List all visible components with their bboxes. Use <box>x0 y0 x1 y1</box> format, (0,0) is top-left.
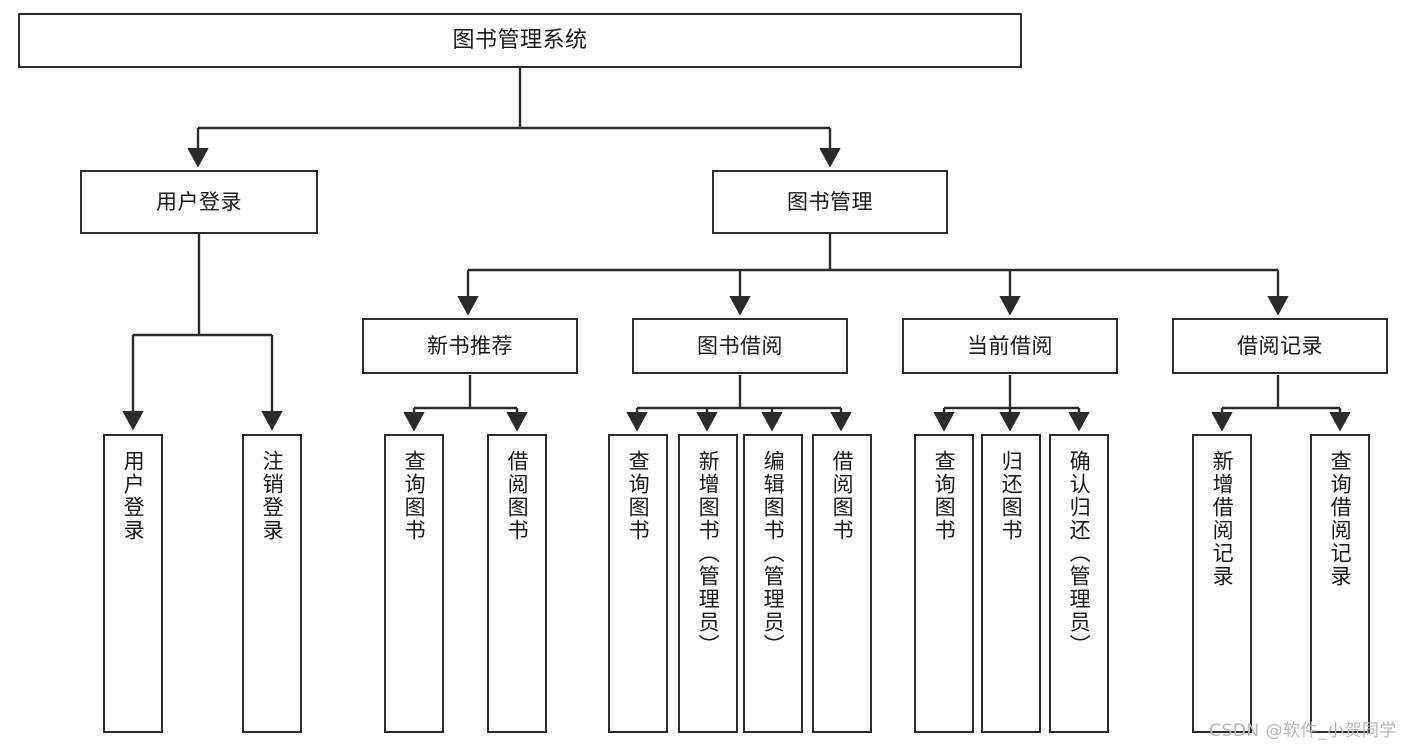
leaf-current-confirm-return-admin[interactable]: 确认归还（管理员） <box>1049 434 1109 733</box>
node-book-borrow[interactable]: 图书借阅 <box>632 318 848 374</box>
watermark: CSDN @软件_小贺同学 <box>1209 721 1397 741</box>
node-label: 用户登录 <box>121 450 146 542</box>
node-new-book-recommend[interactable]: 新书推荐 <box>362 318 578 374</box>
leaf-user-logout[interactable]: 注销登录 <box>242 434 302 733</box>
node-label: 新增图书（管理员） <box>696 450 721 657</box>
node-label: 当前借阅 <box>967 333 1053 358</box>
node-root-book-management-system[interactable]: 图书管理系统 <box>18 13 1022 68</box>
node-label: 借阅图书 <box>505 450 530 542</box>
node-label: 图书管理 <box>787 189 873 214</box>
leaf-borrow-borrow-book[interactable]: 借阅图书 <box>812 434 872 733</box>
node-label: 借阅图书 <box>830 450 855 542</box>
node-user-login[interactable]: 用户登录 <box>80 170 318 234</box>
node-label: 查询图书 <box>932 450 957 542</box>
node-label: 确认归还（管理员） <box>1067 450 1092 657</box>
node-label: 查询图书 <box>626 450 651 542</box>
leaf-record-query-borrow-record[interactable]: 查询借阅记录 <box>1310 434 1370 733</box>
leaf-recommend-query-book[interactable]: 查询图书 <box>384 434 444 733</box>
leaf-current-query-book[interactable]: 查询图书 <box>914 434 974 733</box>
node-book-management[interactable]: 图书管理 <box>712 170 948 234</box>
node-label: 查询借阅记录 <box>1328 450 1353 588</box>
node-label: 新书推荐 <box>427 333 513 358</box>
node-label: 图书借阅 <box>697 333 783 358</box>
node-label: 用户登录 <box>156 189 242 214</box>
node-borrow-record[interactable]: 借阅记录 <box>1172 318 1388 374</box>
leaf-record-add-borrow-record[interactable]: 新增借阅记录 <box>1192 434 1252 733</box>
leaf-current-return-book[interactable]: 归还图书 <box>981 434 1041 733</box>
leaf-user-login[interactable]: 用户登录 <box>103 434 163 733</box>
node-label: 编辑图书（管理员） <box>761 450 786 657</box>
node-label: 借阅记录 <box>1237 333 1323 358</box>
leaf-borrow-add-book-admin[interactable]: 新增图书（管理员） <box>678 434 738 733</box>
node-label: 新增借阅记录 <box>1210 450 1235 588</box>
leaf-recommend-borrow-book[interactable]: 借阅图书 <box>487 434 547 733</box>
node-label: 归还图书 <box>999 450 1024 542</box>
node-label: 图书管理系统 <box>452 27 588 53</box>
leaf-borrow-query-book[interactable]: 查询图书 <box>608 434 668 733</box>
leaf-borrow-edit-book-admin[interactable]: 编辑图书（管理员） <box>743 434 803 733</box>
node-current-borrow[interactable]: 当前借阅 <box>902 318 1118 374</box>
node-label: 注销登录 <box>260 450 285 542</box>
node-label: 查询图书 <box>402 450 427 542</box>
